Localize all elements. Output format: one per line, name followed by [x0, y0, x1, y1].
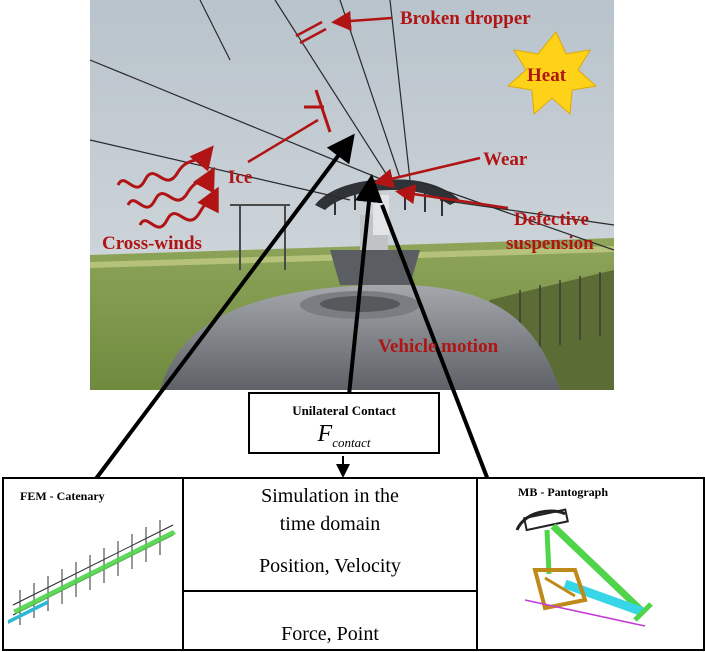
divider-middle — [182, 590, 478, 592]
ice-line — [247, 118, 319, 164]
cross-winds-icon — [116, 145, 219, 229]
position-velocity-label: Position, Velocity — [259, 555, 401, 577]
heat-sun-icon — [506, 31, 598, 116]
wear-arrow — [373, 156, 481, 189]
label-wear: Wear — [483, 149, 528, 170]
link-lines — [93, 133, 490, 482]
defective-suspension-arrow — [395, 184, 509, 210]
divider-left — [182, 477, 184, 651]
label-defective: Defective — [514, 209, 589, 230]
label-cross-winds: Cross-winds — [102, 233, 202, 254]
fem-title: FEM - Catenary — [20, 489, 105, 503]
label-ice: Ice — [228, 167, 253, 188]
fem-catenary-drawing — [8, 520, 176, 625]
contact-title: Unilateral Contact — [292, 403, 396, 418]
label-suspension: suspension — [506, 233, 594, 254]
label-broken-dropper: Broken dropper — [400, 8, 531, 29]
label-vehicle-motion: Vehicle motion — [378, 336, 499, 357]
divider-right — [476, 477, 478, 651]
broken-dropper-arrow — [331, 10, 393, 31]
ice-mark — [304, 89, 332, 133]
mb-pantograph-drawing — [515, 508, 653, 627]
unilateral-contact-box: Unilateral Contact Fcontact — [248, 392, 440, 454]
simulation-title-line1: Simulation in the — [261, 485, 399, 507]
contact-formula: Fcontact — [250, 422, 438, 449]
simulation-title-line2: time domain — [279, 513, 381, 535]
contact-formula-sub: contact — [332, 434, 371, 450]
label-heat: Heat — [527, 65, 567, 86]
force-point-label: Force, Point — [281, 623, 379, 645]
broken-dropper-marks — [295, 20, 327, 45]
mb-title: MB - Pantograph — [518, 485, 608, 499]
contact-formula-main: F — [317, 421, 333, 447]
